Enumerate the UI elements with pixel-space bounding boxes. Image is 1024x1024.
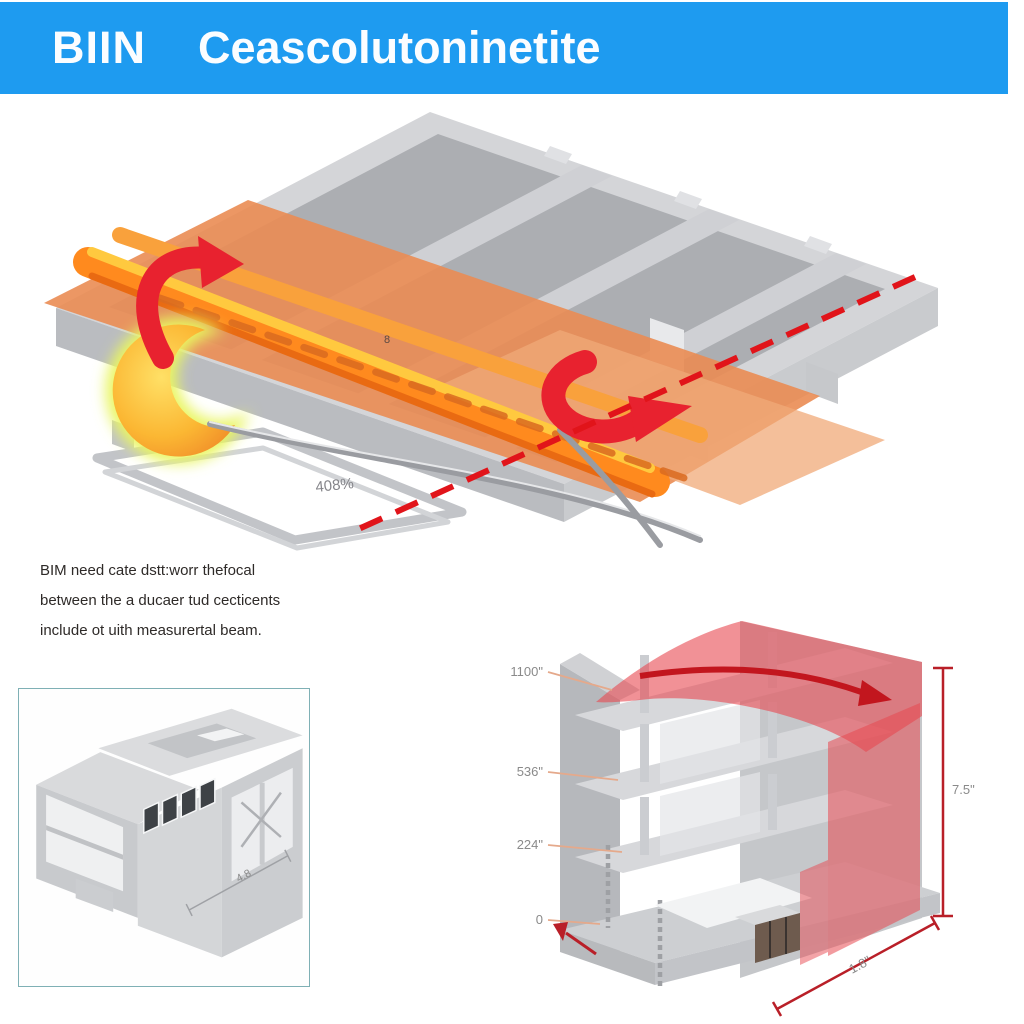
building-model: 4.8 [36, 708, 303, 958]
section-cut-dashed-line [350, 274, 917, 535]
description-line: between the a ducaer tud cecticents [40, 592, 281, 609]
rotation-arrow-left-icon [136, 236, 244, 369]
window-strip [143, 777, 216, 835]
rotation-arrow-right-icon [541, 350, 692, 444]
description-line: BIM need cate dstt:worr thefocal [40, 562, 256, 579]
model-dimension [185, 849, 292, 917]
section-diagram: 1100" 536" 224" 0 7.5" 1.8" [510, 621, 975, 1017]
elevation-label: 224" [517, 837, 544, 852]
corner-arrow-icon [553, 922, 597, 956]
roof-arrow-icon [639, 666, 874, 699]
percent-label: 408% [315, 475, 355, 496]
tiny-label: 8 [384, 334, 390, 346]
description: BIM need cate dstt:worr thefocal between… [40, 556, 360, 646]
brand-text: BIIN [52, 22, 146, 73]
elevation-label: 536" [517, 764, 544, 779]
pipe [207, 421, 703, 548]
height-label: 7.5" [952, 782, 975, 797]
height-dimension [933, 666, 953, 918]
glow-crescent-icon [105, 317, 251, 464]
description-line: include ot uith measurertal beam. [40, 622, 262, 639]
main-diagram: 408% 8 [44, 112, 938, 551]
page-title: Ceascolutoninetite [198, 22, 601, 73]
model-panel: 4.8 [18, 688, 310, 987]
heat-beam [73, 227, 708, 498]
width-label: 1.8" [846, 952, 873, 976]
elevation-label: 1100" [510, 664, 543, 679]
header-bar: BIIN Ceascolutoninetite [0, 2, 1008, 94]
elevation-leaders [547, 671, 623, 925]
red-highlight [596, 621, 922, 965]
width-dimension [771, 915, 941, 1017]
elevation-label: 0 [536, 912, 543, 927]
